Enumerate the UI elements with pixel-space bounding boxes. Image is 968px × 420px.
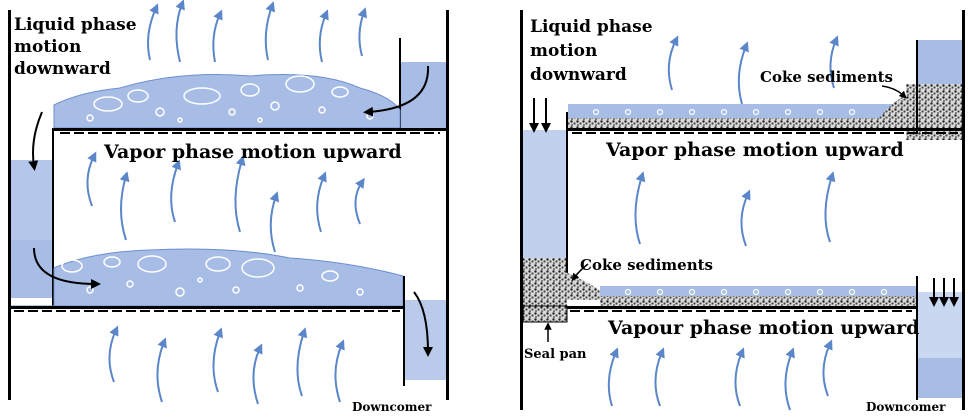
left-column-wall xyxy=(8,10,11,400)
left-liquid-label-line3: downward xyxy=(14,59,111,79)
upper-liquid-flow-arrow xyxy=(363,65,430,117)
upper-tray-froth xyxy=(53,74,401,129)
right-left-downcomer-liquid xyxy=(523,130,567,258)
left-liquid-label-line1: Liquid phase xyxy=(14,15,137,35)
lower-downcomer-wall xyxy=(403,276,405,386)
right-upper-tray-liquid xyxy=(568,104,916,120)
lower-downcomer-flow-arrow xyxy=(413,291,433,357)
right-downcomer-label: Downcomer xyxy=(866,400,946,414)
right-downward-arrows xyxy=(529,98,959,307)
right-upper-downcomer-wall xyxy=(916,40,918,132)
right-lower-downcomer-wall xyxy=(916,276,918,400)
right-liquid-label-line2: motion xyxy=(530,41,597,61)
right-col-right-wall xyxy=(962,10,965,410)
right-upper-coke-mound xyxy=(872,90,916,128)
right-upper-tray-coke xyxy=(568,118,916,128)
right-lower-coke-mound xyxy=(523,258,600,300)
right-vapor-top-label: Vapor phase motion upward xyxy=(605,139,904,161)
downcomer-flow-arrow-left xyxy=(28,111,43,171)
upper-downcomer-liquid xyxy=(400,62,446,128)
left-vapor-label: Vapor phase motion upward xyxy=(103,141,402,163)
right-lower-downcomer-pool xyxy=(918,358,962,398)
right-bubbles xyxy=(592,108,888,296)
left-liquid-label-line2: motion xyxy=(14,37,81,57)
right-vapor-bottom-label: Vapour phase motion upward xyxy=(607,317,919,339)
lower-bubbles xyxy=(61,255,364,297)
right-liquid-label-line3: downward xyxy=(530,65,627,85)
left-downcomer-liquid xyxy=(11,160,53,240)
right-lower-downcomer-liquid xyxy=(918,292,962,358)
left-panel: Liquid phase motion downward Vapor phase… xyxy=(8,0,449,414)
lower-liquid-flow-arrow xyxy=(33,247,101,289)
lower-downcomer-liquid xyxy=(405,300,446,380)
lower-tray-froth xyxy=(11,248,404,307)
coke-bottom-pointer xyxy=(571,263,589,281)
upper-downcomer-wall xyxy=(399,38,401,128)
right-panel: Liquid phase motion downward Coke sedime… xyxy=(520,10,965,414)
right-liquid-label-line1: Liquid phase xyxy=(530,17,653,37)
seal-pan xyxy=(522,305,568,323)
right-left-downcomer-wall xyxy=(566,112,568,288)
lower-tray-plate xyxy=(11,306,403,309)
right-col-left-wall xyxy=(520,10,523,410)
coke-top-pointer xyxy=(881,85,907,99)
right-column-wall xyxy=(446,10,449,400)
left-downcomer-wall xyxy=(52,128,54,306)
coke-sediments-top-label: Coke sediments xyxy=(760,68,893,86)
right-upper-downcomer-liquid xyxy=(918,40,962,84)
left-downcomer-pool xyxy=(11,240,53,298)
left-downcomer-label: Downcomer xyxy=(352,400,432,414)
upper-tray-plate xyxy=(54,128,446,131)
right-vapor-arrows xyxy=(607,35,839,411)
left-vapor-arrows xyxy=(86,0,367,405)
right-upper-tray-plate xyxy=(568,128,962,131)
right-lower-tray-coke xyxy=(600,296,916,306)
coke-sediments-bottom-label: Coke sediments xyxy=(580,256,713,274)
right-lower-tray-plate xyxy=(523,306,916,309)
seal-pan-label: Seal pan xyxy=(524,347,587,362)
